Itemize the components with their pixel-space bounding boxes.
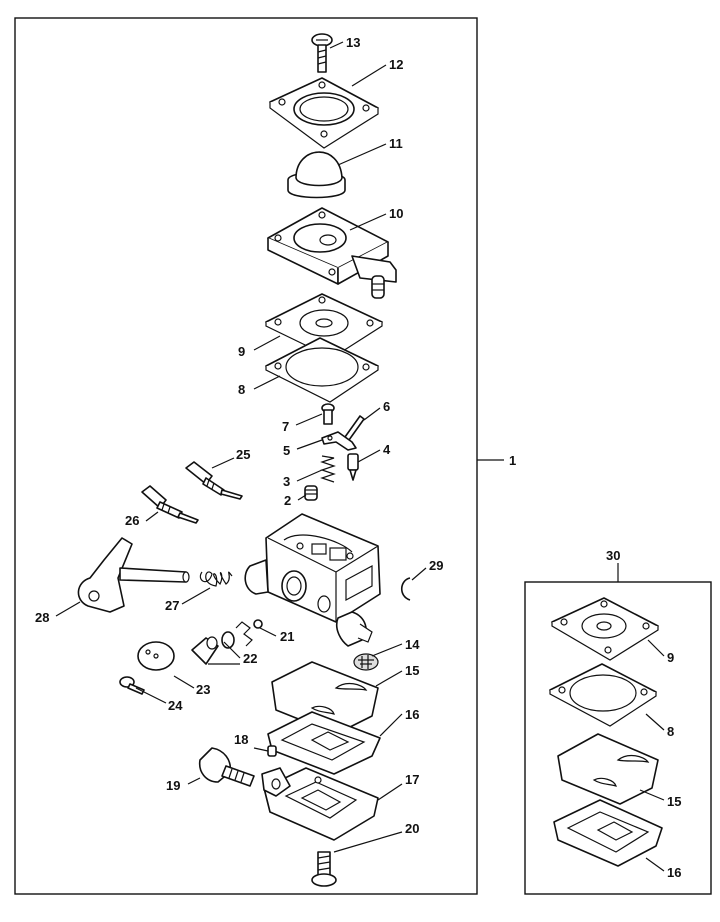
callout-12: 12 [389, 57, 403, 72]
callout-18: 18 [234, 732, 248, 747]
callout-4: 4 [383, 442, 391, 457]
part-26-adjusting-screw [141, 485, 199, 524]
carburetor-body [244, 513, 381, 647]
part-23-throttle-plate [137, 641, 175, 671]
part-16-gasket [267, 711, 381, 775]
callout-29: 29 [429, 558, 443, 573]
part-20-screw [311, 851, 337, 887]
part-29-circlip [400, 577, 411, 601]
kit-callout-15: 15 [667, 794, 681, 809]
part-21-seal [253, 619, 263, 629]
callout-20: 20 [405, 821, 419, 836]
part-14-strainer [353, 653, 379, 671]
part-22-choke-parts [191, 621, 253, 665]
callout-15: 15 [405, 663, 419, 678]
part-24-screw [119, 676, 145, 695]
callout-3: 3 [283, 474, 290, 489]
callout-11: 11 [389, 136, 403, 151]
callout-27: 27 [165, 598, 179, 613]
kit-part-16-gasket [553, 799, 663, 867]
kit-part-9-diaphragm [551, 597, 659, 661]
callout-10: 10 [389, 206, 403, 221]
kit-part-8-gasket [549, 663, 657, 727]
part-19-fuel-nipple [198, 747, 255, 787]
part-28-throttle-shaft [77, 537, 190, 613]
callout-13: 13 [346, 35, 360, 50]
part-8-gasket [265, 337, 379, 403]
callout-22: 22 [243, 651, 257, 666]
part-4-inlet-needle [347, 453, 359, 481]
part-11-primer-bulb [287, 151, 346, 199]
callout-1: 1 [509, 453, 516, 468]
callout-6: 6 [383, 399, 390, 414]
kit-callout-16: 16 [667, 865, 681, 880]
callout-14: 14 [405, 637, 420, 652]
part-3-spring [320, 455, 336, 483]
callout-5: 5 [283, 443, 290, 458]
callout-21: 21 [280, 629, 294, 644]
callout-24: 24 [168, 698, 183, 713]
callout-7: 7 [282, 419, 289, 434]
callout-8: 8 [238, 382, 245, 397]
part-25-adjusting-screw [185, 461, 243, 500]
part-27-spring [199, 571, 233, 587]
part-17-metering-cover [261, 767, 379, 841]
callout-2: 2 [284, 493, 291, 508]
leader-lines [55, 41, 665, 872]
kit-callout-8: 8 [667, 724, 674, 739]
kit-part-15-diaphragm [557, 733, 659, 805]
part-7-screw [321, 403, 335, 425]
callout-25: 25 [236, 447, 250, 462]
callout-30: 30 [606, 548, 620, 563]
kit-callout-9: 9 [667, 650, 674, 665]
part-10-pump-cover [267, 207, 397, 299]
callout-28: 28 [35, 610, 49, 625]
part-5-lever [321, 431, 357, 451]
callout-17: 17 [405, 772, 419, 787]
part-13-screw [311, 33, 333, 73]
callout-9: 9 [238, 344, 245, 359]
main-assembly-frame [14, 17, 478, 895]
part-12-cover-plate [269, 77, 379, 149]
part-15-diaphragm [271, 661, 379, 735]
part-18-plug [267, 745, 277, 757]
callout-16: 16 [405, 707, 419, 722]
callout-26: 26 [125, 513, 139, 528]
callout-23: 23 [196, 682, 210, 697]
part-2-plug [304, 485, 318, 501]
callout-19: 19 [166, 778, 180, 793]
part-6-pin [344, 415, 365, 441]
